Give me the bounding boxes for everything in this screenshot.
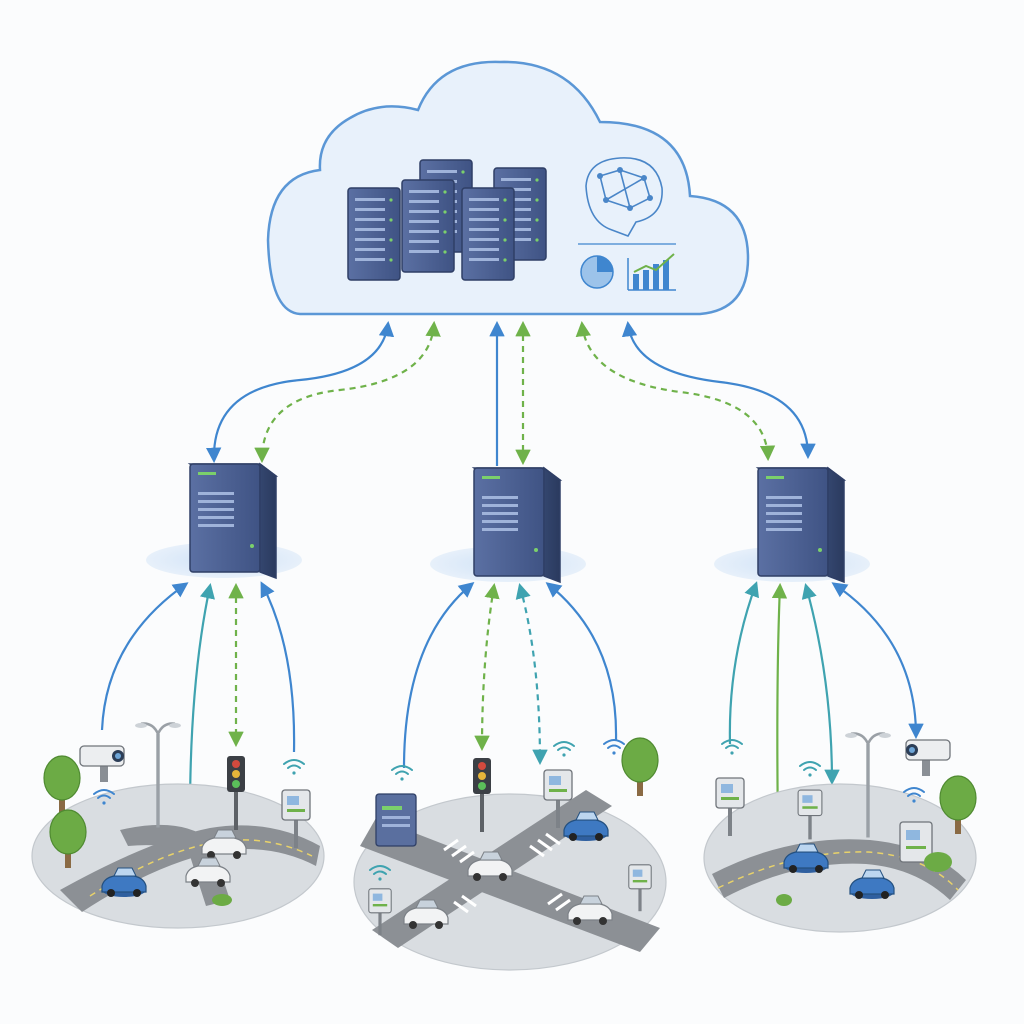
district-center [353,737,667,971]
wifi-icon [283,759,305,776]
link-cloud-edge-left-solid [205,320,395,464]
bush-icon [776,894,792,906]
edge-node-right [713,467,871,583]
link-left-lamp [182,582,215,818]
cloud-datacenter [266,60,750,316]
crosswalks [443,832,571,914]
server-icon [145,463,303,579]
district-left [31,721,325,929]
edge-device-links [100,581,924,834]
edge-node-left [145,463,303,579]
sensor-cabinet-icon [899,821,933,863]
link-left-camera [100,582,189,731]
link-cloud-edge-right-dashed [575,320,776,462]
link-center-traffic-light [474,582,500,752]
bush-icon [212,894,232,906]
server-icon [713,467,871,583]
link-right-camera [831,582,924,740]
link-center-sensor [515,583,548,766]
wifi-icon [603,739,625,756]
tree-icon [621,737,659,797]
link-cloud-edge-right-solid [621,320,816,460]
link-center-cabinet [402,582,475,769]
bush-icon [924,852,952,872]
district-right [703,731,977,933]
wifi-icon [799,761,821,778]
edge-node-center [429,467,587,583]
link-right-sensor [728,581,759,745]
brain-network-icon [585,157,663,237]
link-right-lamp [801,583,840,786]
link-cloud-edge-left-dashed [254,320,441,464]
security-camera-icon [79,745,125,783]
server-icon [429,467,587,583]
sensor-cabinet-icon [375,793,417,847]
wifi-icon [553,741,575,758]
bar-chart-icon [627,253,676,291]
wifi-icon [721,739,743,756]
road [60,825,320,912]
security-camera-icon [905,739,951,777]
wifi-icon [391,765,413,782]
link-left-sensor [260,581,296,753]
pie-chart-icon [580,255,614,289]
cloud-edge-links [205,320,816,466]
link-center-sensor-right [545,582,618,741]
